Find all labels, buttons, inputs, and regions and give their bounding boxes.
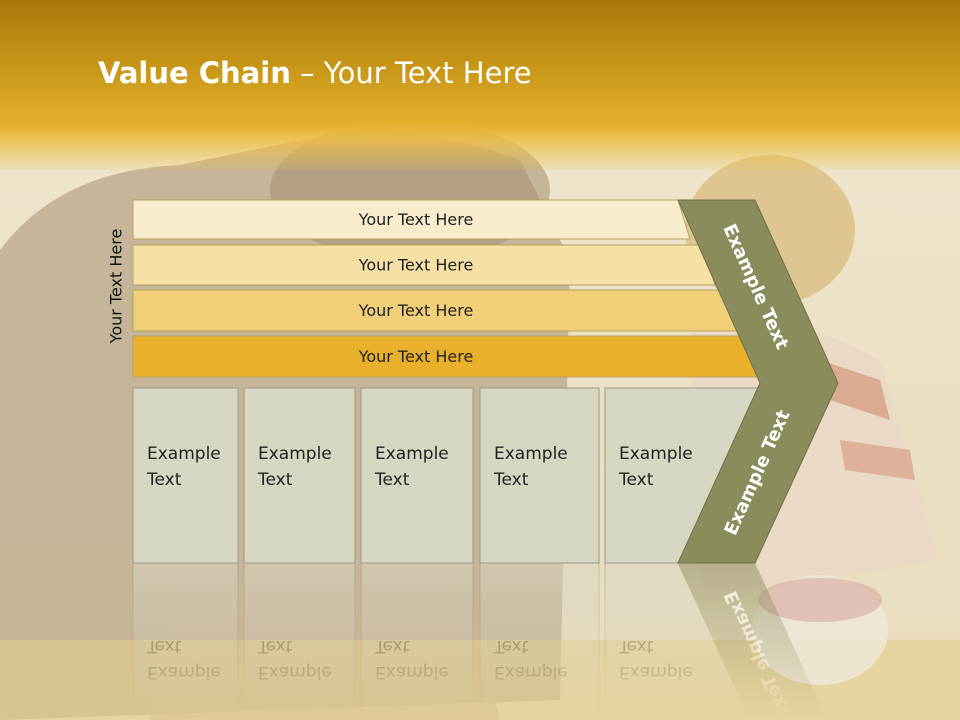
row-label: Your Text Here <box>358 210 474 229</box>
column-box <box>479 387 600 564</box>
column-text-line1-reflection: Example <box>375 662 449 682</box>
column-text-line2-reflection: Text <box>257 636 293 656</box>
column-box <box>132 387 239 564</box>
column-text-line1: Example <box>494 444 568 464</box>
column-text-line2-reflection: Text <box>146 636 182 656</box>
column-text-line2: Text <box>618 470 654 490</box>
column-text-line2: Text <box>146 470 182 490</box>
column-text-line1: Example <box>619 444 693 464</box>
column-text-line1-reflection: Example <box>147 662 221 682</box>
column-text-line2-reflection: Text <box>618 636 654 656</box>
row-label: Your Text Here <box>358 256 474 275</box>
column-text-line2: Text <box>257 470 293 490</box>
column-text-line2-reflection: Text <box>374 636 410 656</box>
column-box <box>360 387 474 564</box>
column-text-line2: Text <box>493 470 529 490</box>
title-bold: Value Chain <box>98 56 291 90</box>
column-text-line2: Text <box>374 470 410 490</box>
column-reflection: Example Text <box>360 562 474 720</box>
column-text-line1-reflection: Example <box>619 662 693 682</box>
column-reflection: Example Text <box>132 562 239 720</box>
chevron-arrow <box>677 199 839 564</box>
column-box <box>243 387 356 564</box>
header-band <box>0 0 960 170</box>
column-reflection: Example Text <box>479 562 600 720</box>
column-reflection: Example Text <box>243 562 356 720</box>
row-band <box>132 244 716 286</box>
column-text-line1: Example <box>375 444 449 464</box>
reflection: ExampleTextExampleTextExampleTextExample… <box>132 562 828 720</box>
row-label: Your Text Here <box>358 301 474 320</box>
row-band <box>132 199 691 240</box>
column-text-line2-reflection: Text <box>493 636 529 656</box>
chevron-reflection-shape <box>678 563 828 720</box>
slide-title: Value Chain – Your Text Here <box>98 56 532 90</box>
title-rest: – Your Text Here <box>290 56 532 90</box>
row-label: Your Text Here <box>358 347 474 366</box>
column-text-line1-reflection: Example <box>494 662 568 682</box>
column-text-line1: Example <box>147 444 221 464</box>
column-text-line1-reflection: Example <box>258 662 332 682</box>
column-text-line1: Example <box>258 444 332 464</box>
